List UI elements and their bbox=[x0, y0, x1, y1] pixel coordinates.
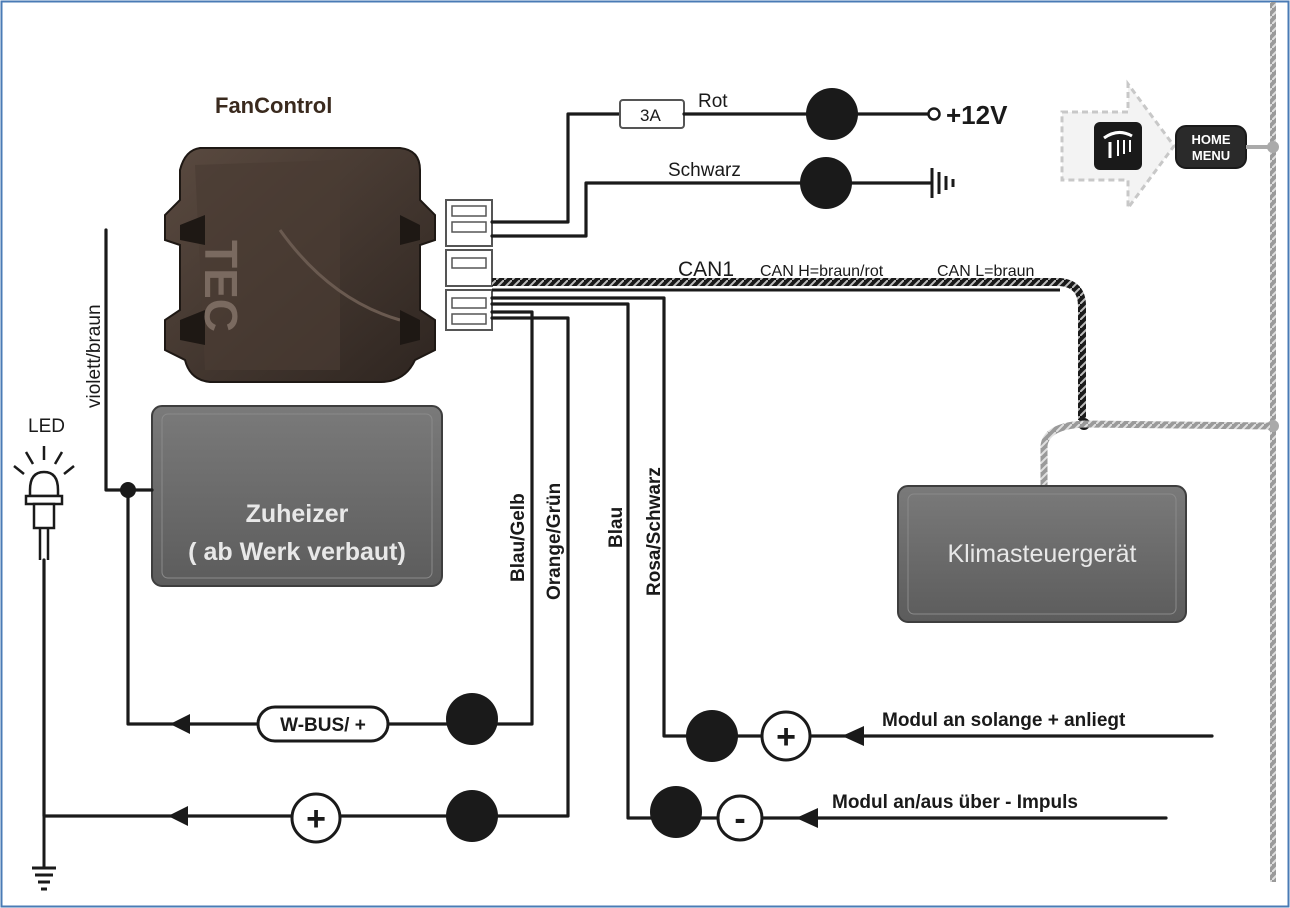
plus-12v-terminal bbox=[927, 107, 941, 121]
vehicle-bus-right bbox=[1267, 2, 1279, 882]
wire-label-blau: Blau bbox=[606, 507, 627, 548]
home-menu-arrow bbox=[1060, 79, 1270, 213]
ground-icon-bottom bbox=[32, 816, 56, 891]
wire-label-violett-braun: violett/braun bbox=[84, 304, 105, 408]
led-label: LED bbox=[28, 416, 65, 437]
home-menu-line1: HOME bbox=[1192, 132, 1231, 147]
blau-connector-dot bbox=[650, 786, 702, 838]
rot-connector-dot bbox=[806, 88, 858, 140]
led-icon bbox=[13, 446, 75, 560]
zuheizer-line2: ( ab Werk verbaut) bbox=[188, 538, 406, 566]
supply-label: +12V bbox=[946, 100, 1008, 130]
plus-arrow bbox=[842, 726, 864, 746]
svg-text:TEC: TEC bbox=[195, 240, 247, 332]
plus-circle-modul bbox=[760, 710, 812, 762]
schwarz-connector-dot bbox=[800, 157, 852, 209]
fancontrol-module: TEC bbox=[164, 147, 436, 383]
wire-label-orange-gruen: Orange/Grün bbox=[544, 483, 565, 600]
modul-plus-label: Modul an solange + anliegt bbox=[882, 710, 1126, 731]
module-connectors bbox=[445, 199, 493, 331]
klimasteuergeraet-box bbox=[897, 485, 1187, 623]
rosa-connector-dot bbox=[686, 710, 738, 762]
zuheizer-line1: Zuheizer bbox=[246, 500, 349, 528]
minus-circle bbox=[716, 794, 764, 842]
wire-label-rot: Rot bbox=[698, 91, 728, 112]
wbus-arrow bbox=[170, 714, 190, 734]
minus-arrow bbox=[796, 808, 818, 828]
wire-label-schwarz: Schwarz bbox=[668, 160, 741, 181]
minus-symbol: - bbox=[734, 800, 745, 838]
wbus-badge bbox=[256, 705, 390, 743]
plus-circle-led bbox=[290, 792, 342, 844]
wire-label-can-h: CAN H=braun/rot bbox=[760, 263, 884, 280]
orange-connector-dot bbox=[446, 790, 498, 842]
modul-minus-label: Modul an/aus über - Impuls bbox=[832, 792, 1078, 813]
wbus-connector-dot bbox=[446, 693, 498, 745]
plus-symbol-modul: + bbox=[776, 718, 796, 756]
ground-icon-top bbox=[930, 168, 955, 198]
led-arrow bbox=[168, 806, 188, 826]
wire-label-rosa-schwarz: Rosa/Schwarz bbox=[644, 467, 665, 596]
wbus-label: W-BUS/ + bbox=[280, 715, 366, 736]
klima-label: Klimasteuergerät bbox=[948, 540, 1137, 568]
plus-symbol-led: + bbox=[306, 800, 326, 838]
wire-label-blau-gelb: Blau/Gelb bbox=[508, 493, 529, 582]
wire-label-can1: CAN1 bbox=[678, 258, 734, 281]
fuse-label: 3A bbox=[640, 106, 661, 125]
zuheizer-box bbox=[151, 405, 443, 587]
home-menu-line2: MENU bbox=[1192, 148, 1230, 163]
wire-label-can-l: CAN L=braun bbox=[937, 263, 1034, 280]
title-fancontrol: FanControl bbox=[215, 93, 332, 118]
